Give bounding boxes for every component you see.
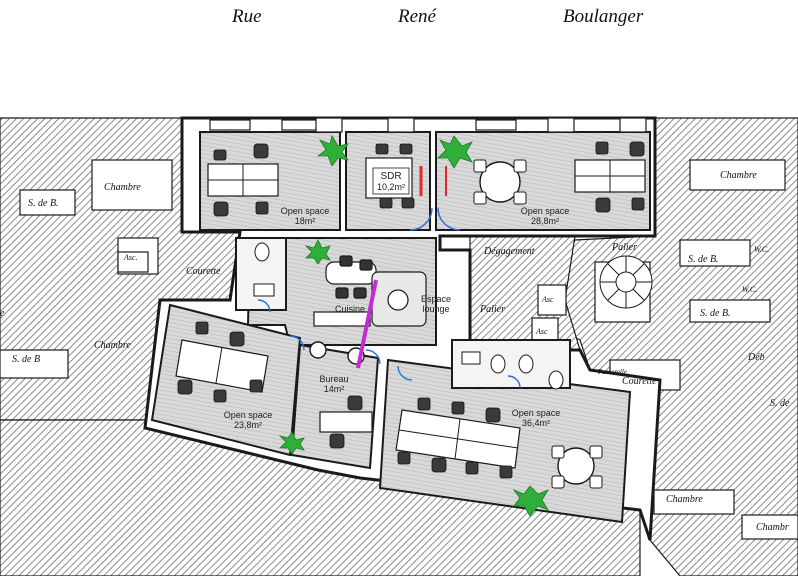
plants bbox=[278, 134, 549, 517]
label-chambre-left-lower: Chambre bbox=[94, 340, 131, 351]
room-labels: Open space 18m² SDR 10,2m² Open space 28… bbox=[224, 167, 570, 430]
label-open-space-top-right: Open space bbox=[521, 206, 570, 216]
label-wc-1: W.C. bbox=[754, 245, 769, 254]
label-degagement: Dégagement bbox=[483, 246, 535, 257]
label-sdb-right-1: S. de B. bbox=[688, 254, 719, 265]
round-table-chairs bbox=[473, 159, 603, 489]
lounge-furniture bbox=[313, 255, 427, 327]
label-cuisine: Cuisine bbox=[335, 304, 365, 314]
desk-dividers bbox=[208, 160, 645, 460]
label-chambre-right-top: Chambre bbox=[720, 170, 757, 181]
label-area-top-right: 28,8m² bbox=[531, 216, 559, 226]
label-espace: Espace bbox=[421, 294, 451, 304]
street-word-boulanger: Boulanger bbox=[563, 6, 644, 27]
label-area-bottom-left: 23,8m² bbox=[234, 420, 262, 430]
label-sdr: SDR bbox=[380, 171, 401, 182]
label-area-bureau: 14m² bbox=[324, 384, 345, 394]
label-area-sdr: 10,2m² bbox=[377, 182, 405, 192]
door-swings bbox=[257, 207, 521, 389]
label-area-top-left: 18m² bbox=[295, 216, 316, 226]
label-sdb-left-top: S. de B. bbox=[28, 198, 59, 209]
label-sdb-right-3: S. de bbox=[770, 398, 790, 409]
label-sdb-left-mid: S. de B bbox=[12, 354, 40, 365]
room-bureau bbox=[290, 343, 380, 470]
label-deb: Déb bbox=[747, 352, 765, 363]
street-word-rue: Rue bbox=[232, 6, 262, 27]
sanitary-fixtures bbox=[253, 242, 564, 390]
label-chambre-right-bottom: Chambre bbox=[666, 494, 703, 505]
label-open-space-bottom-right: Open space bbox=[512, 408, 561, 418]
label-palier-2: Palier bbox=[479, 304, 505, 315]
street-word-rene: René bbox=[398, 6, 436, 27]
label-open-space-top-left: Open space bbox=[281, 206, 330, 216]
label-passerelle: Passerelle bbox=[597, 368, 627, 376]
label-asc-1: Asc. bbox=[123, 253, 138, 262]
label-courette-left: Courette bbox=[186, 266, 221, 277]
label-area-bottom-right: 36,4m² bbox=[522, 418, 550, 428]
label-chambre-left: Chambre bbox=[104, 182, 141, 193]
label-lounge: lounge bbox=[422, 304, 449, 314]
label-asc-3: Asc bbox=[535, 327, 548, 336]
label-edge-e: e bbox=[0, 308, 5, 319]
label-chambre-far-right: Chambr bbox=[756, 522, 789, 533]
label-palier-1: Palier bbox=[611, 242, 637, 253]
label-courette-right: Courette bbox=[622, 376, 657, 387]
label-sdb-right-2: S. de B. bbox=[700, 308, 731, 319]
partitions bbox=[356, 166, 447, 369]
facade-windows bbox=[209, 117, 647, 133]
label-wc-2: W.C. bbox=[742, 285, 757, 294]
label-asc-2: Asc bbox=[541, 295, 554, 304]
staircase bbox=[599, 255, 653, 309]
chairs bbox=[177, 141, 645, 479]
label-bureau: Bureau bbox=[319, 374, 348, 384]
context-labels: Chambre Chambre Chambre Chambre Chambr S… bbox=[0, 170, 790, 533]
label-open-space-bottom-left: Open space bbox=[224, 410, 273, 420]
